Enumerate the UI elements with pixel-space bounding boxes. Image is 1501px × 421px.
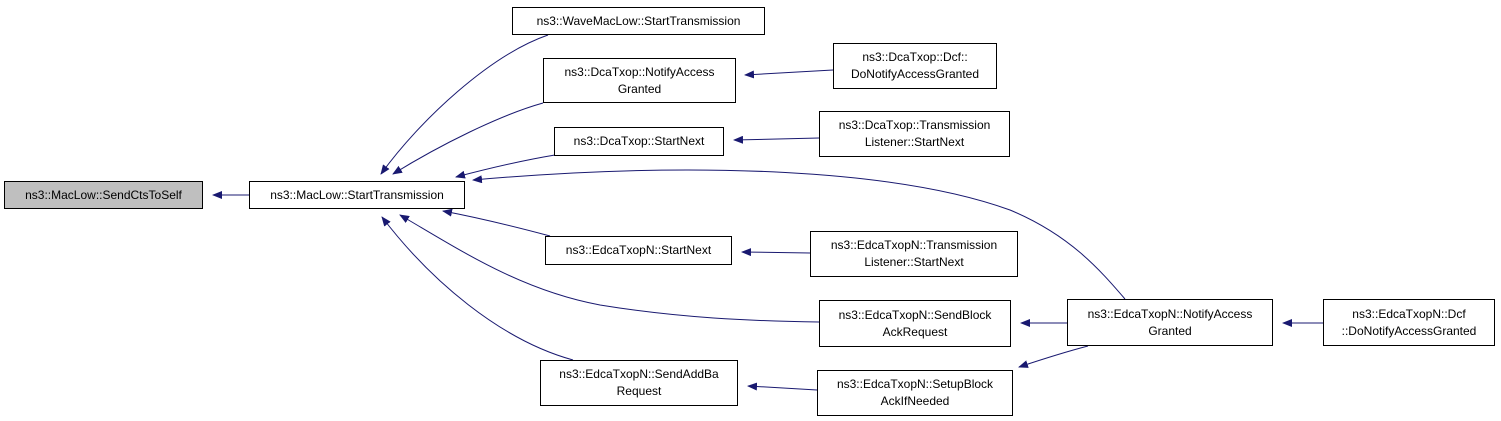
node-dcatxop-transmission-listener-start-next[interactable]: ns3::DcaTxop::Transmission Listener::Sta… [819,111,1010,157]
node-label-line: AckRequest [882,324,948,339]
edge-edca-startnext-to-starttransmission [442,208,551,237]
edge-dcatxop-tl-to-dcatxop-startnext [733,135,820,144]
node-label-line: ns3::EdcaTxopN::SendAddBa [559,367,719,381]
edge-dcatxop-startnext-to-starttransmission [455,154,556,179]
edge-edca-notify-to-edca-setupblockack [1018,345,1089,368]
node-label-line: ::DoNotifyAccessGranted [1341,323,1477,338]
node-label-line: ns3::EdcaTxopN::Dcf [1352,306,1466,321]
node-label-line: ns3::EdcaTxopN::SetupBlock [836,377,994,391]
node-label-line: ns3::MacLow::SendCtsToSelf [25,187,182,202]
node-edcatxopn-send-add-ba-request[interactable]: ns3::EdcaTxopN::SendAddBa Request [540,360,738,406]
node-dcatxop-dcf-do-notify-access-granted[interactable]: ns3::DcaTxop::Dcf:: DoNotifyAccessGrante… [833,43,997,89]
node-wavemaclow-start-transmission[interactable]: ns3::WaveMacLow::StartTransmission [512,7,765,35]
node-edcatxopn-transmission-listener-start-next[interactable]: ns3::EdcaTxopN::Transmission Listener::S… [810,231,1018,277]
node-label-line: Listener::StartNext [864,255,964,269]
node-label-line: ns3::EdcaTxopN::StartNext [565,243,712,257]
node-edcatxopn-setup-block-ack-if-needed[interactable]: ns3::EdcaTxopN::SetupBlock AckIfNeeded [817,370,1013,416]
node-maclow-send-cts-to-self[interactable]: ns3::MacLow::SendCtsToSelf [4,181,203,209]
node-label-line: ns3::DcaTxop::NotifyAccess [564,64,715,79]
edge-edca-setupblockack-to-edca-sendaddba [747,382,818,391]
edge-edca-tl-to-edca-startnext [741,248,811,257]
node-edcatxopn-dcf-do-notify-access-granted[interactable]: ns3::EdcaTxopN::Dcf ::DoNotifyAccessGran… [1323,299,1495,346]
node-label-line: Request [616,384,662,398]
node-label-line: Listener::StartNext [864,135,965,149]
edge-edca-sendblockack-to-starttransmission [399,214,820,323]
node-label-line: ns3::WaveMacLow::StartTransmission [536,13,741,28]
node-label-line: ns3::EdcaTxopN::Transmission [830,238,998,252]
edge-dcatxop-notify-to-starttransmission [392,102,544,175]
node-label-line: Granted [617,81,662,96]
node-label-line: ns3::MacLow::StartTransmission [270,187,444,202]
node-edcatxopn-notify-access-granted[interactable]: ns3::EdcaTxopN::NotifyAccess Granted [1067,299,1273,346]
node-edcatxopn-send-block-ack-request[interactable]: ns3::EdcaTxopN::SendBlock AckRequest [819,300,1011,347]
edge-wavemaclow-to-starttransmission [380,34,549,175]
edge-edca-sendaddba-to-starttransmission [381,216,574,361]
node-label-line: DoNotifyAccessGranted [850,67,980,81]
node-dcatxop-notify-access-granted[interactable]: ns3::DcaTxop::NotifyAccess Granted [543,58,736,103]
node-label-line: ns3::DcaTxop::Transmission [838,118,991,132]
node-label-line: ns3::DcaTxop::StartNext [573,134,705,148]
node-edcatxopn-start-next[interactable]: ns3::EdcaTxopN::StartNext [545,236,732,265]
edge-edca-notify-to-starttransmission [472,169,1126,300]
node-label-line: AckIfNeeded [880,394,950,408]
node-label-line: ns3::DcaTxop::Dcf:: [862,50,968,64]
node-maclow-start-transmission[interactable]: ns3::MacLow::StartTransmission [249,181,465,209]
node-dcatxop-start-next[interactable]: ns3::DcaTxop::StartNext [554,127,724,156]
node-label-line: ns3::EdcaTxopN::NotifyAccess [1087,306,1253,321]
node-label-line: Granted [1148,323,1192,338]
node-label-line: ns3::EdcaTxopN::SendBlock [838,307,992,322]
edge-dcatxop-dcf-to-dcatxop-notify [744,69,834,79]
